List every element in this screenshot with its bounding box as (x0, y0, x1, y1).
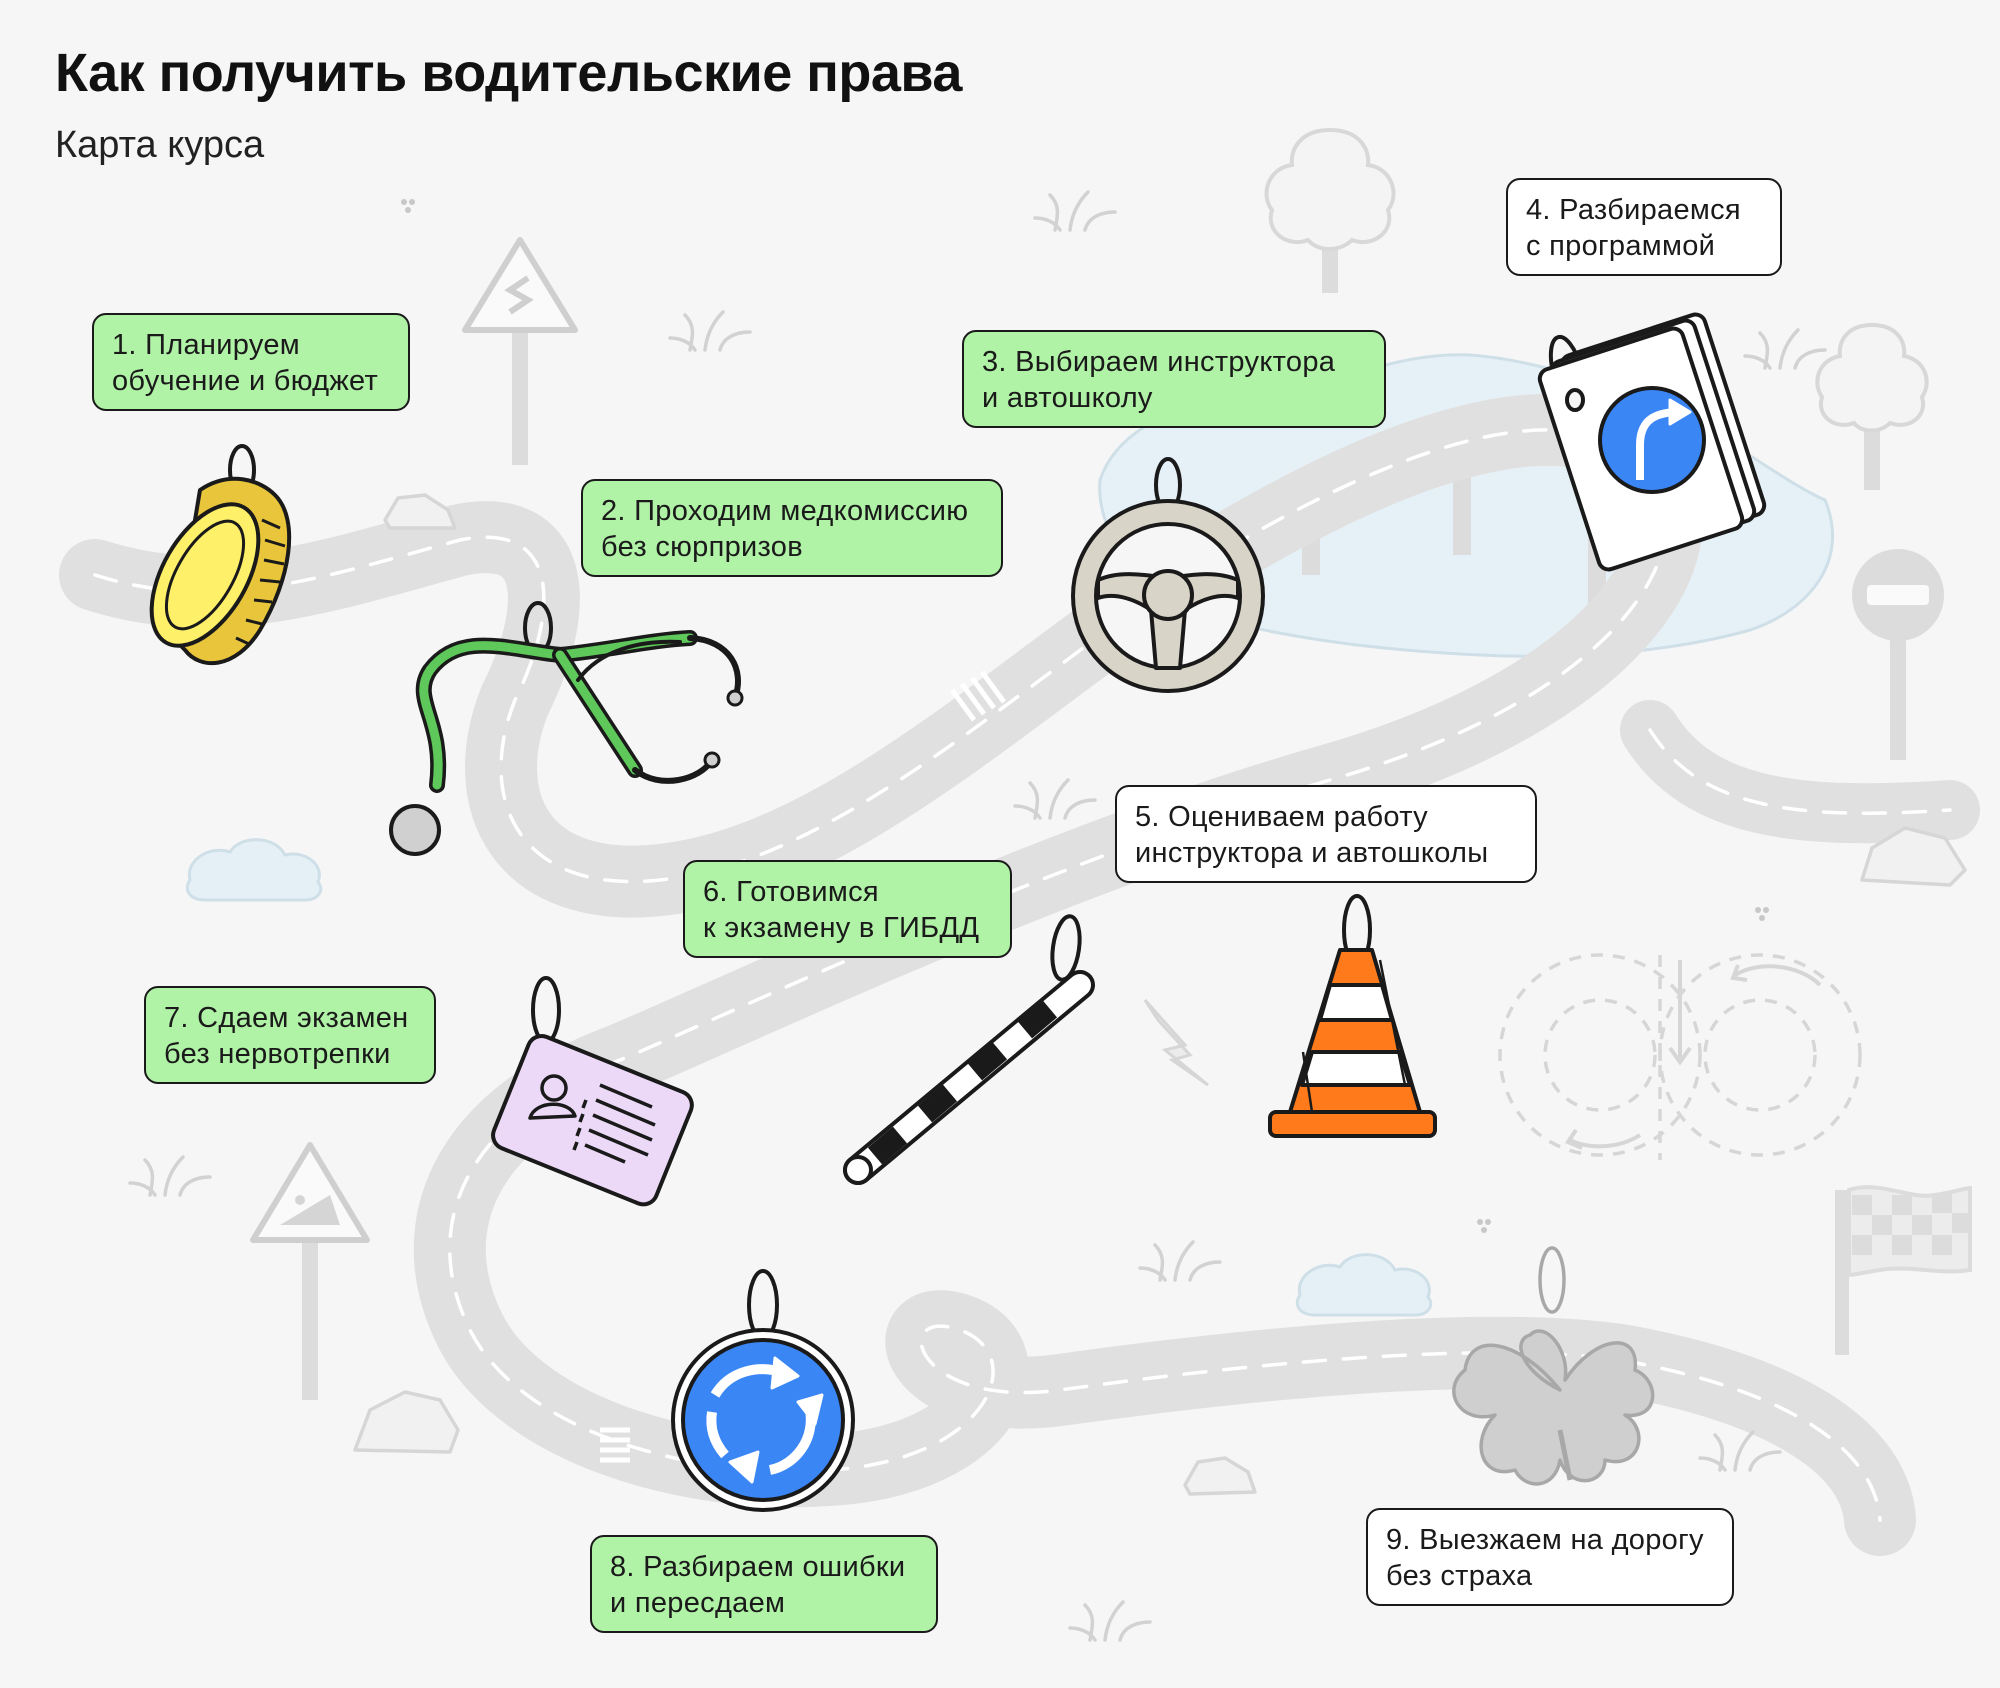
traffic-cone-icon (1268, 894, 1437, 1138)
finish-flag (1835, 1185, 1972, 1355)
step-4-line-1: 4. Разбираемся (1526, 194, 1741, 226)
step-8-label: 8. Разбираем ошибки и пересдаем (590, 1535, 938, 1633)
page-title: Как получить водительские права (55, 43, 962, 103)
step-9-label: 9. Выезжаем на дорогу без страха (1366, 1508, 1734, 1606)
step-6-line-2: к экзамену в ГИБДД (703, 912, 980, 944)
steering-wheel-icon (1071, 457, 1265, 693)
lightning-icon (1143, 999, 1209, 1087)
step-1-line-1: 1. Планируем (112, 329, 300, 361)
clover-icon (1452, 1246, 1655, 1486)
step-5-label: 5. Оцениваем работу инструктора и автошк… (1115, 785, 1537, 883)
step-1-line-2: обучение и бюджет (112, 365, 379, 397)
tree-icon (1264, 127, 1396, 293)
step-6-line-1: 6. Готовимся (703, 876, 879, 908)
stethoscope-icon (389, 601, 744, 856)
step-5-line-2: инструктора и автошколы (1135, 837, 1489, 869)
step-7-line-1: 7. Сдаем экзамен (164, 1002, 409, 1034)
step-2-line-2: без сюрпризов (601, 531, 803, 563)
road-sign-cards-icon (1537, 312, 1767, 572)
driver-license-icon (491, 976, 694, 1207)
tree-icon-right (1815, 322, 1929, 490)
maneuver-arrows (1565, 960, 1822, 1150)
crosswalks (600, 670, 1007, 1463)
coin-icon (149, 444, 292, 665)
page-subtitle: Карта курса (55, 124, 265, 166)
step-3-line-1: 3. Выбираем инструктора (982, 346, 1336, 378)
step-3-label: 3. Выбираем инструктора и автошколу (962, 330, 1386, 428)
falling-rocks-sign (250, 1142, 370, 1400)
step-8-line-1: 8. Разбираем ошибки (610, 1551, 906, 1583)
step-7-line-2: без нервотрепки (164, 1038, 391, 1070)
step-3-line-2: и автошколу (982, 382, 1153, 414)
grass-tufts (128, 190, 1827, 1642)
step-9-line-2: без страха (1386, 1560, 1533, 1592)
step-6-label: 6. Готовимся к экзамену в ГИБДД (683, 860, 1012, 958)
step-8-line-2: и пересдаем (610, 1587, 786, 1619)
step-4-label: 4. Разбираемся с программой (1506, 178, 1782, 276)
winding-road-sign (462, 237, 578, 465)
no-entry-sign (1852, 549, 1944, 760)
step-2-line-1: 2. Проходим медкомиссию (601, 495, 969, 527)
police-baton-icon (843, 914, 1095, 1185)
step-2-label: 2. Проходим медкомиссию без сюрпризов (581, 479, 1003, 577)
decor-dots (401, 199, 1769, 1233)
clouds (185, 838, 1433, 1317)
rocks (353, 493, 1967, 1496)
step-7-label: 7. Сдаем экзамен без нервотрепки (144, 986, 436, 1084)
parking-pad (1498, 953, 1862, 1160)
road (59, 393, 1980, 1556)
roundabout-sign-icon (671, 1269, 855, 1512)
step-5-line-1: 5. Оцениваем работу (1135, 801, 1428, 833)
step-4-line-2: с программой (1526, 230, 1716, 262)
step-1-label: 1. Планируем обучение и бюджет (92, 313, 410, 411)
step-9-line-1: 9. Выезжаем на дорогу (1386, 1524, 1704, 1556)
